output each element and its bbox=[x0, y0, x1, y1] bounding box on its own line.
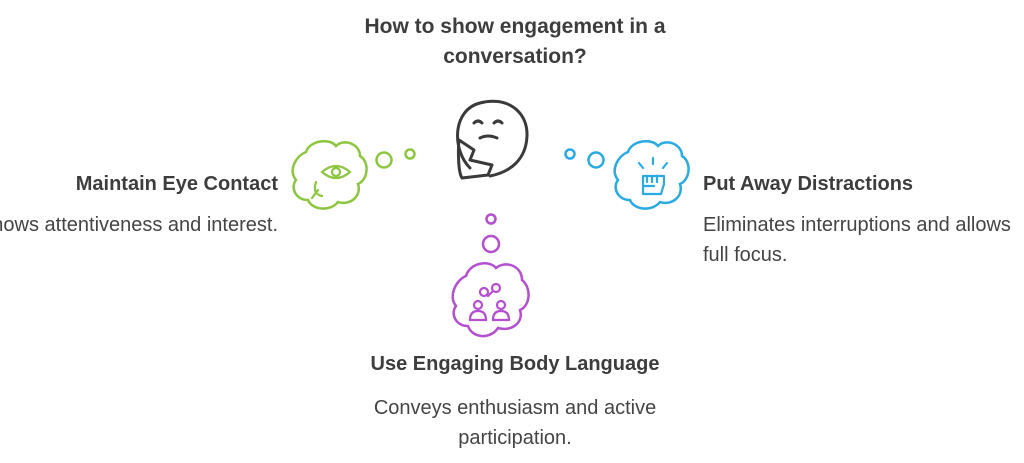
two-people-icon bbox=[468, 282, 511, 322]
left-node-description: Shows attentiveness and interest. bbox=[0, 214, 278, 236]
bottom-thought-bubbles bbox=[481, 213, 501, 254]
raised-fist-icon bbox=[637, 156, 669, 196]
right-node-heading: Put Away Distractions bbox=[703, 173, 914, 195]
left-node-heading: Maintain Eye Contact bbox=[75, 173, 278, 195]
left-thought-bubbles bbox=[375, 148, 416, 169]
eye-icon bbox=[310, 164, 352, 200]
diagram-title: How to show engagement in a conversation… bbox=[364, 15, 666, 68]
right-thought-bubbles bbox=[564, 148, 605, 169]
bottom-node-heading: Use Engaging Body Language bbox=[370, 353, 660, 375]
right-node-description: Eliminates interruptions and allows full… bbox=[703, 214, 1011, 266]
bottom-node-description: Conveys enthusiasm and active participat… bbox=[373, 397, 657, 449]
thinking-face-icon bbox=[456, 99, 529, 180]
right-cloud bbox=[613, 139, 690, 210]
bottom-cloud bbox=[451, 262, 530, 338]
left-cloud bbox=[291, 139, 368, 210]
